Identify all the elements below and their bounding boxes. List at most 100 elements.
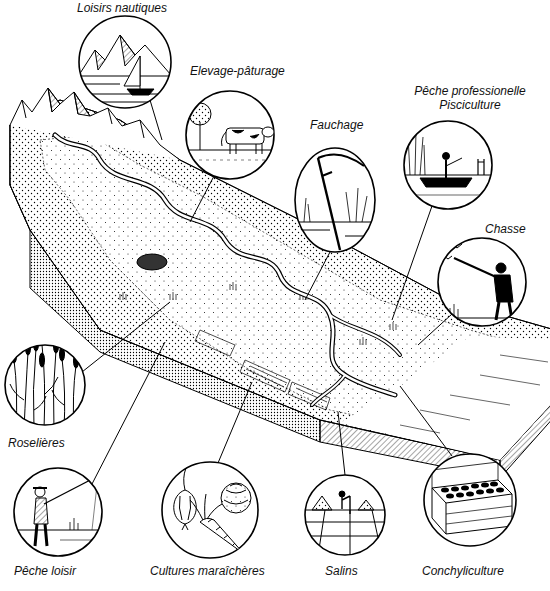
vignette-shellfish bbox=[432, 462, 512, 534]
vignette-hunting bbox=[496, 263, 506, 273]
vignette-angling bbox=[33, 487, 47, 489]
vignette-label: Loisirs nautiques bbox=[47, 1, 197, 15]
block-diagram bbox=[10, 100, 550, 460]
vignette-vegetables bbox=[221, 483, 251, 513]
block-diagram bbox=[246, 366, 287, 387]
leader-line bbox=[400, 386, 452, 456]
vignette-hunting bbox=[438, 238, 526, 326]
vignette-mowing bbox=[345, 236, 372, 237]
vignette-reedbed bbox=[5, 337, 85, 430]
vignette-hunting bbox=[444, 236, 476, 259]
block-diagram bbox=[120, 282, 396, 345]
leader-line bbox=[218, 382, 252, 463]
vignette-nautical bbox=[100, 102, 150, 103]
vignette-nautical bbox=[75, 76, 175, 77]
vignette-shellfish bbox=[476, 490, 484, 495]
vignette-angling bbox=[14, 530, 102, 531]
leader-line bbox=[392, 206, 432, 320]
vignette-angling bbox=[14, 468, 102, 556]
leader-line bbox=[190, 176, 214, 222]
vignette-shellfish bbox=[424, 454, 516, 546]
vignette-fishing-farm bbox=[404, 131, 492, 195]
block-diagram bbox=[330, 315, 400, 355]
vignette-shellfish bbox=[441, 482, 504, 499]
vignette-shellfish bbox=[481, 483, 489, 488]
vignette-shellfish bbox=[461, 486, 469, 491]
vignette-reedbed bbox=[14, 345, 76, 430]
block-diagram bbox=[120, 292, 126, 300]
vignette-shellfish bbox=[441, 488, 449, 493]
vignette-angling bbox=[14, 468, 102, 556]
vignette-shellfish bbox=[446, 506, 512, 524]
block-diagram bbox=[195, 330, 235, 356]
vignette-grazing bbox=[222, 132, 263, 154]
vignette-shellfish bbox=[446, 494, 454, 499]
vignette-vegetables bbox=[162, 462, 258, 558]
vignette-angling bbox=[44, 476, 98, 504]
vignette-label: Pêche loisir bbox=[14, 564, 124, 578]
block-diagram bbox=[74, 92, 90, 116]
block-diagram bbox=[48, 88, 60, 112]
vignette-hunting bbox=[496, 302, 512, 320]
block-diagram bbox=[195, 330, 330, 410]
vignette-hunting bbox=[494, 275, 513, 302]
block-diagram bbox=[500, 355, 548, 362]
block-diagram bbox=[340, 336, 550, 460]
vignette-angling bbox=[70, 518, 78, 530]
vignette-fishing-farm bbox=[445, 160, 447, 178]
vignette-salt-pans bbox=[358, 500, 374, 510]
vignette-grazing bbox=[186, 91, 274, 179]
vignette-shellfish bbox=[466, 492, 474, 497]
block-diagram bbox=[312, 375, 345, 405]
vignette-shellfish bbox=[451, 487, 459, 492]
block-diagram bbox=[330, 315, 400, 355]
vignette-fishing-farm bbox=[404, 175, 492, 176]
vignette-salt-pans bbox=[342, 496, 350, 514]
vignette-salt-pans bbox=[305, 475, 385, 556]
vignette-angling bbox=[35, 524, 47, 546]
vignette-fishing-farm bbox=[408, 131, 425, 175]
vignette-salt-pans bbox=[339, 491, 345, 497]
leader-line bbox=[418, 314, 452, 345]
vignette-hunting bbox=[450, 304, 458, 318]
vignette-fishing-farm bbox=[446, 158, 462, 166]
block-diagram bbox=[312, 375, 345, 405]
block-diagram bbox=[480, 375, 540, 385]
block-diagram bbox=[420, 410, 470, 420]
vignette-salt-pans bbox=[305, 491, 385, 556]
vignette-vegetables bbox=[190, 494, 222, 520]
vignette-vegetables bbox=[174, 468, 251, 554]
vignette-shellfish bbox=[424, 454, 516, 546]
vignette-salt-pans bbox=[305, 475, 385, 555]
vignette-nautical bbox=[95, 50, 105, 70]
block-diagram bbox=[170, 292, 176, 300]
vignette-reedbed bbox=[54, 339, 59, 353]
vignette-angling bbox=[92, 476, 98, 530]
vignette-reedbed bbox=[10, 377, 64, 410]
vignette-reedbed bbox=[60, 347, 65, 361]
block-diagram bbox=[450, 395, 510, 405]
vignette-shellfish bbox=[432, 488, 446, 534]
vignette-reedbed bbox=[34, 337, 39, 351]
vignette-angling bbox=[14, 476, 102, 546]
vignette-label: Roselières bbox=[8, 436, 108, 450]
vignette-salt-pans bbox=[305, 510, 385, 556]
vignette-mowing bbox=[296, 154, 374, 250]
vignette-grazing bbox=[262, 127, 274, 137]
vignette-mowing bbox=[295, 148, 375, 252]
block-diagram bbox=[10, 88, 550, 478]
vignette-mowing bbox=[318, 154, 364, 166]
vignette-mowing bbox=[304, 188, 367, 222]
vignette-reedbed bbox=[26, 341, 31, 355]
block-diagram bbox=[360, 337, 366, 345]
vignette-grazing bbox=[185, 160, 275, 161]
vignette-nautical bbox=[79, 35, 171, 75]
vignette-vegetables bbox=[224, 484, 248, 504]
vignette-reedbed bbox=[74, 354, 79, 368]
vignette-fishing-farm bbox=[404, 121, 492, 209]
block-diagram bbox=[137, 254, 167, 270]
vignette-shellfish bbox=[496, 488, 504, 493]
vignette-grazing bbox=[200, 122, 201, 150]
vignette-vegetables bbox=[162, 462, 258, 558]
vignette-shellfish bbox=[432, 462, 498, 488]
